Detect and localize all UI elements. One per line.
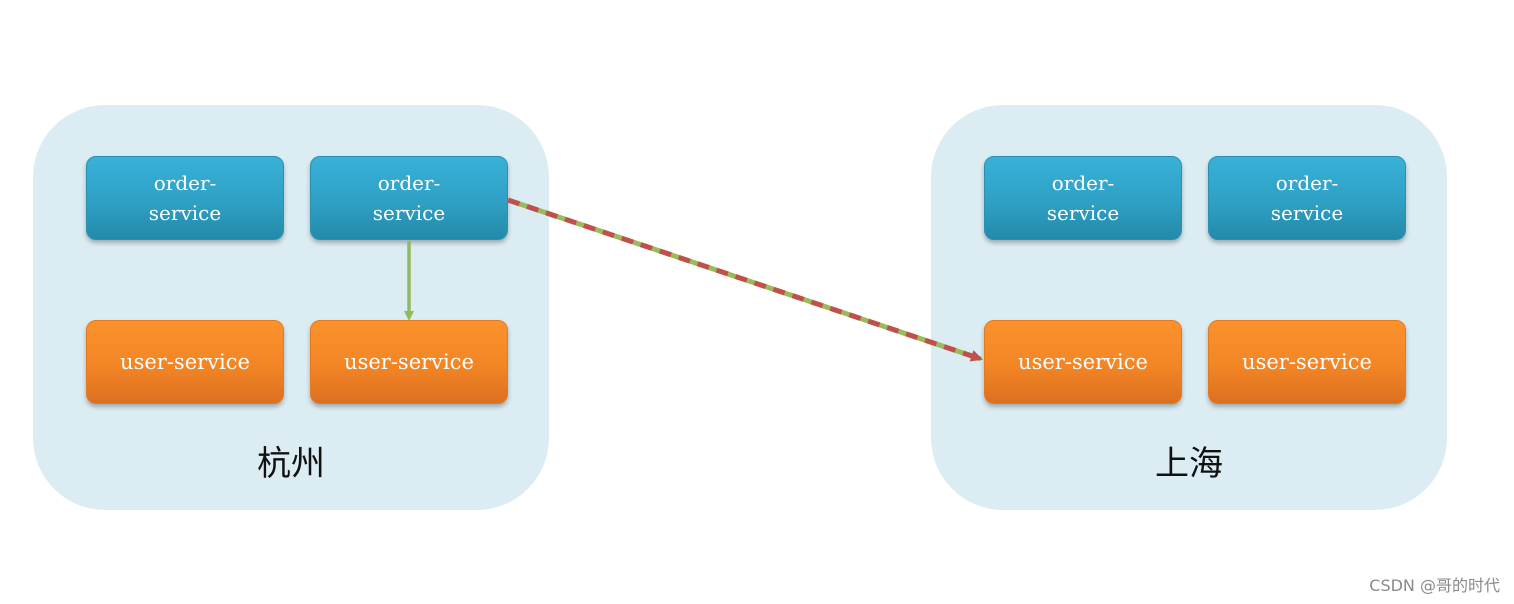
cross-region-call-arrow-base	[507, 197, 982, 362]
cluster-label-hangzhou: 杭州	[257, 444, 325, 484]
cluster-label-shanghai: 上海	[1155, 444, 1223, 484]
user-service-node: user-service	[310, 320, 508, 404]
user-service-node: user-service	[1208, 320, 1406, 404]
user-service-node: user-service	[984, 320, 1182, 404]
order-service-node: order- service	[86, 156, 284, 240]
order-service-node: order- service	[310, 156, 508, 240]
order-service-node: order- service	[1208, 156, 1406, 240]
watermark: CSDN @哥的时代	[1369, 576, 1500, 595]
order-service-node: order- service	[984, 156, 1182, 240]
user-service-node: user-service	[86, 320, 284, 404]
cross-region-call-arrow	[507, 197, 983, 362]
